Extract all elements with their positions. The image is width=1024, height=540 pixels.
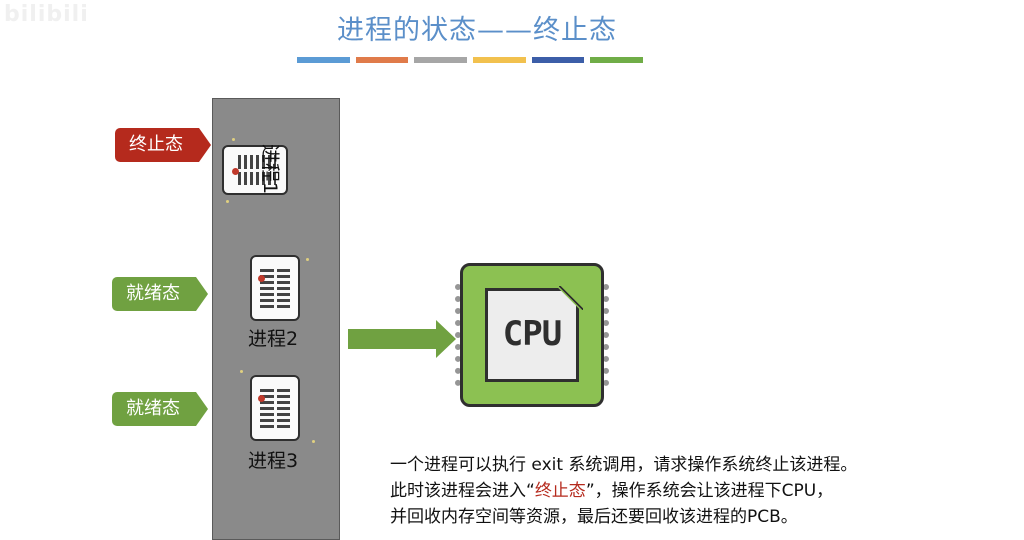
color-bar-segment bbox=[590, 57, 644, 63]
color-bar-segment bbox=[473, 57, 526, 63]
state-tag-ready: 就绪态 bbox=[112, 277, 208, 311]
description-line-1: 一个进程可以执行 exit 系统调用，请求操作系统终止该进程。 bbox=[390, 455, 858, 475]
state-tag-ready: 就绪态 bbox=[112, 392, 208, 426]
state-tag-terminated: 终止态 bbox=[115, 128, 211, 162]
title-color-bar bbox=[297, 57, 644, 63]
color-bar-segment bbox=[531, 57, 585, 63]
slide-title: 进程的状态——终止态 bbox=[337, 15, 617, 46]
sparkle-decoration bbox=[240, 370, 243, 373]
cpu-chip-icon: CPU bbox=[455, 263, 609, 407]
description-line-3: 并回收内存空间等资源，最后还要回收该进程的PCB。 bbox=[390, 507, 798, 527]
sparkle-decoration bbox=[232, 138, 235, 141]
description-line-2-prefix: 此时该进程会进入“ bbox=[390, 481, 535, 501]
process-label-1: 进程1 bbox=[259, 144, 281, 195]
process-label-2: 进程2 bbox=[248, 328, 299, 350]
color-bar-segment bbox=[414, 57, 468, 63]
document-icon bbox=[250, 375, 300, 441]
document-icon bbox=[250, 255, 300, 321]
watermark: bilibili bbox=[4, 2, 89, 27]
cpu-label: CPU bbox=[502, 314, 562, 354]
color-bar-segment bbox=[297, 57, 350, 63]
sparkle-decoration bbox=[226, 200, 229, 203]
process-label-3: 进程3 bbox=[248, 450, 299, 472]
document-icon bbox=[222, 145, 288, 195]
description-text: 一个进程可以执行 exit 系统调用，请求操作系统终止该进程。 此时该进程会进入… bbox=[390, 452, 1020, 530]
terminated-state-highlight: 终止态 bbox=[534, 481, 586, 501]
color-bar-segment bbox=[355, 57, 409, 63]
sparkle-decoration bbox=[312, 440, 315, 443]
sparkle-decoration bbox=[306, 258, 309, 261]
description-line-2: 此时该进程会进入“终止态”，操作系统会让该进程下CPU， bbox=[390, 478, 1020, 504]
description-line-2-suffix: ”，操作系统会让该进程下CPU， bbox=[585, 481, 834, 501]
